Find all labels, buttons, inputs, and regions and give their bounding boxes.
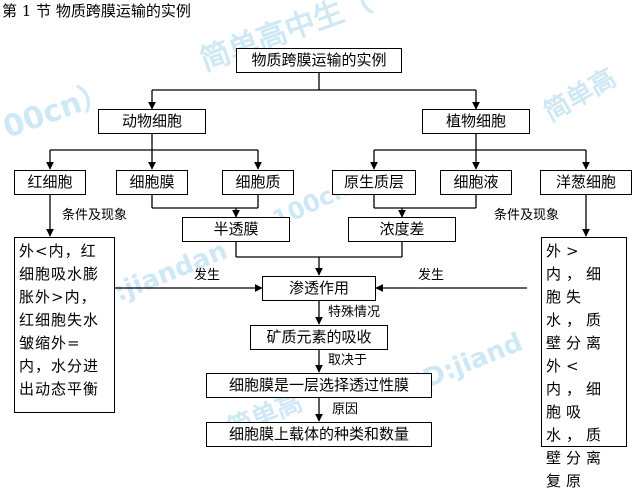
mineral-absorption-node: 矿质元素的吸收 [250, 325, 388, 350]
connector-lines [46, 72, 590, 422]
cell-sap-node: 细胞液 [440, 170, 512, 195]
left-conditions-panel: 外<内，红细胞吸水膨胀外>内，红细胞失水皱缩外=内，水分进出动态平衡 [14, 237, 115, 413]
semi-permeable-node: 半透膜 [182, 217, 290, 242]
right-conditions-panel: 外>内，细胞失水，质壁分离外<内，细胞吸水，质壁分离复原 [541, 237, 627, 490]
protoplast-layer-node: 原生质层 [332, 170, 416, 195]
red-blood-cell-node: 红细胞 [14, 170, 86, 195]
concentration-diff-node: 浓度差 [348, 217, 456, 242]
selective-membrane-node: 细胞膜是一层选择透过性膜 [206, 373, 432, 398]
onion-cell-node: 洋葱细胞 [540, 170, 632, 195]
conditions-label-right: 条件及现象 [494, 208, 560, 223]
occurs-label-right: 发生 [418, 268, 445, 283]
occurs-label-left: 发生 [194, 268, 221, 283]
plant-cell-node: 植物细胞 [422, 109, 530, 134]
cell-membrane-node: 细胞膜 [116, 170, 188, 195]
cytoplasm-node: 细胞质 [222, 170, 294, 195]
depends-on-label: 取决于 [328, 353, 368, 368]
reason-label: 原因 [332, 402, 359, 417]
special-case-label: 特殊情况 [328, 305, 381, 320]
animal-cell-node: 动物细胞 [98, 109, 206, 134]
carrier-types-node: 细胞膜上载体的种类和数量 [206, 422, 432, 447]
osmosis-node: 渗透作用 [262, 276, 376, 301]
conditions-label-left: 条件及现象 [62, 208, 128, 223]
root-node: 物质跨膜运输的实例 [236, 48, 402, 73]
page-title: 第 1 节 物质跨膜运输的实例 [2, 2, 191, 20]
